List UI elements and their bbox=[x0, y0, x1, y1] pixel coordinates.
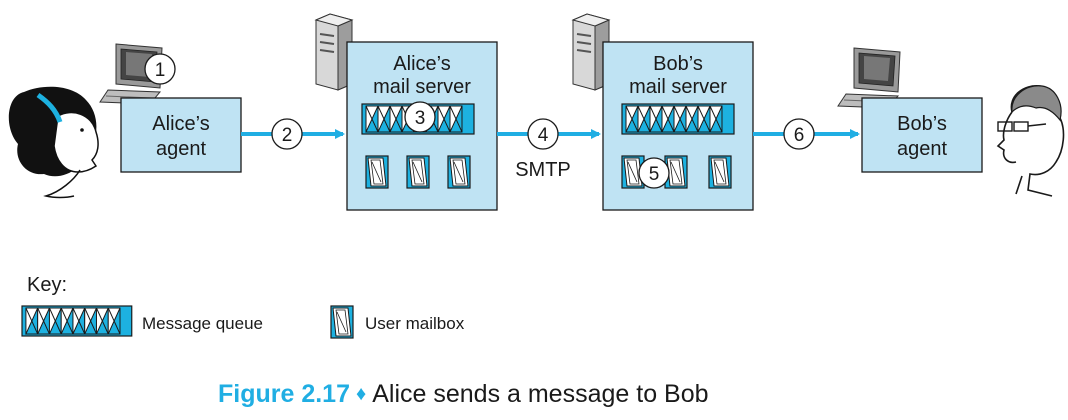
smtp-label: SMTP bbox=[515, 159, 571, 181]
bob-agent-label-line2: agent bbox=[897, 138, 947, 160]
bob-agent-box bbox=[861, 97, 983, 173]
caption-text: Alice sends a message to Bob bbox=[372, 380, 709, 408]
alice-mail-server-label-line1: Alice’s bbox=[393, 53, 450, 75]
step-2-marker: 2 bbox=[271, 118, 303, 150]
step-6-label: 6 bbox=[794, 125, 805, 146]
alice-agent-box bbox=[120, 97, 242, 173]
key-message-queue-icon bbox=[22, 306, 132, 336]
bob-mailbox-icon bbox=[708, 155, 732, 189]
bob-message-queue-icon bbox=[622, 104, 734, 134]
key-user-mailbox-icon bbox=[330, 305, 354, 339]
bob-agent-label-line1: Bob’s bbox=[897, 113, 947, 135]
step-5-label: 5 bbox=[649, 164, 660, 185]
caption-separator: ♦ bbox=[356, 383, 367, 405]
alice-mail-server-label-line2: mail server bbox=[373, 76, 471, 98]
figure-caption: Figure 2.17 ♦Alice sends a message to Bob bbox=[218, 380, 709, 409]
step-3-marker: 3 bbox=[404, 101, 436, 133]
key-title: Key: bbox=[27, 274, 67, 296]
step-1-marker: 1 bbox=[144, 53, 176, 85]
alice-person-icon bbox=[8, 86, 99, 199]
alice-mailbox-icon bbox=[447, 155, 471, 189]
alice-mailbox-icon bbox=[406, 155, 430, 189]
alice-agent-label-line1: Alice’s bbox=[152, 113, 209, 135]
step-4-marker: 4 bbox=[527, 118, 559, 150]
alice-mailbox-icon bbox=[365, 155, 389, 189]
key-user-mailbox-label: User mailbox bbox=[365, 314, 465, 333]
step-3-label: 3 bbox=[415, 108, 426, 129]
bob-mail-server-label-line1: Bob’s bbox=[653, 53, 703, 75]
alice-agent-label-line2: agent bbox=[156, 138, 206, 160]
key-message-queue-label: Message queue bbox=[142, 314, 263, 333]
bob-person-icon bbox=[996, 85, 1065, 197]
figure-number: Figure 2.17 bbox=[218, 380, 350, 408]
step-6-marker: 6 bbox=[783, 118, 815, 150]
step-5-marker: 5 bbox=[638, 157, 670, 189]
step-2-label: 2 bbox=[282, 125, 293, 146]
bob-mail-server-label-line2: mail server bbox=[629, 76, 727, 98]
step-1-label: 1 bbox=[155, 60, 166, 81]
step-4-label: 4 bbox=[538, 125, 549, 146]
